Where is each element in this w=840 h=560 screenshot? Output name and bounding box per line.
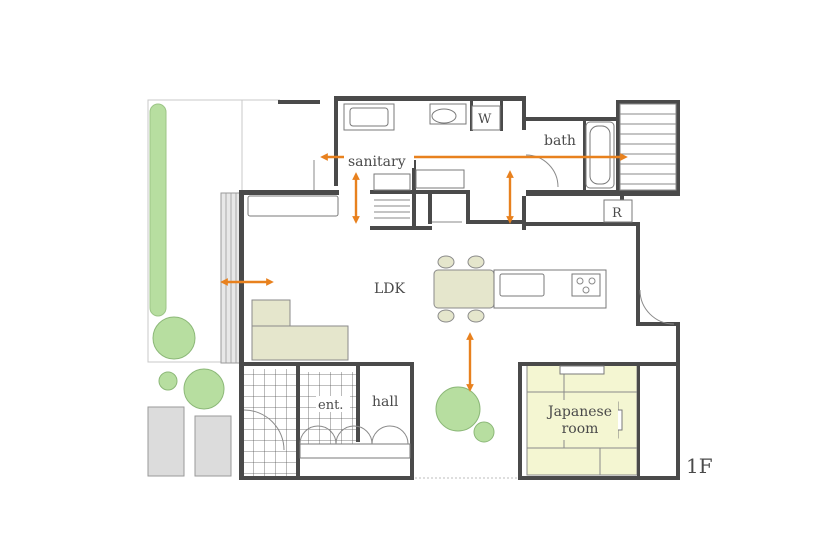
label-japanese-room-2: room — [562, 421, 599, 437]
garden — [147, 99, 518, 479]
kitchen-sink — [499, 273, 545, 297]
sanitary-label-bg — [344, 152, 414, 168]
label-hall: hall — [372, 394, 399, 410]
chair-icon — [437, 255, 485, 323]
bathtub-inner — [589, 125, 611, 185]
tree-icon — [152, 316, 495, 443]
shoe-cabinet — [299, 425, 411, 459]
entrance-tile-floor — [242, 369, 300, 477]
label-bath: bath — [544, 133, 576, 149]
sanitary-shelf — [373, 173, 411, 191]
entrance-label-bg — [316, 396, 350, 412]
tokonoma — [559, 365, 605, 375]
sofa-back — [251, 325, 349, 361]
label-storage: R — [612, 206, 623, 221]
label-entrance: ent. — [318, 398, 343, 413]
floor-label: 1F — [686, 454, 713, 478]
toilet-icon — [431, 108, 457, 124]
sanitary-fixtures — [343, 103, 677, 223]
label-sanitary: sanitary — [348, 154, 406, 170]
tv-board — [247, 195, 339, 217]
walls — [239, 96, 680, 480]
japanese-label-bg — [542, 400, 618, 440]
deck-boards — [225, 193, 237, 363]
laundry-box — [471, 105, 501, 131]
burner-icon — [576, 277, 596, 294]
ldk-furniture — [247, 195, 607, 361]
hedge — [149, 103, 167, 317]
inner-stairs — [374, 199, 410, 219]
stairs — [619, 103, 677, 191]
cooktop-icon — [571, 273, 601, 297]
shoe-shelf — [415, 169, 465, 189]
storage-box — [603, 199, 633, 223]
dining-table — [433, 269, 495, 309]
label-japanese-room-1: Japanese — [546, 404, 612, 420]
parking-slab-left — [147, 406, 185, 477]
label-ldk: LDK — [374, 281, 406, 297]
label-toilet: W — [478, 112, 492, 127]
parking-slab-right — [194, 415, 232, 477]
washbasin-bowl — [349, 107, 389, 127]
